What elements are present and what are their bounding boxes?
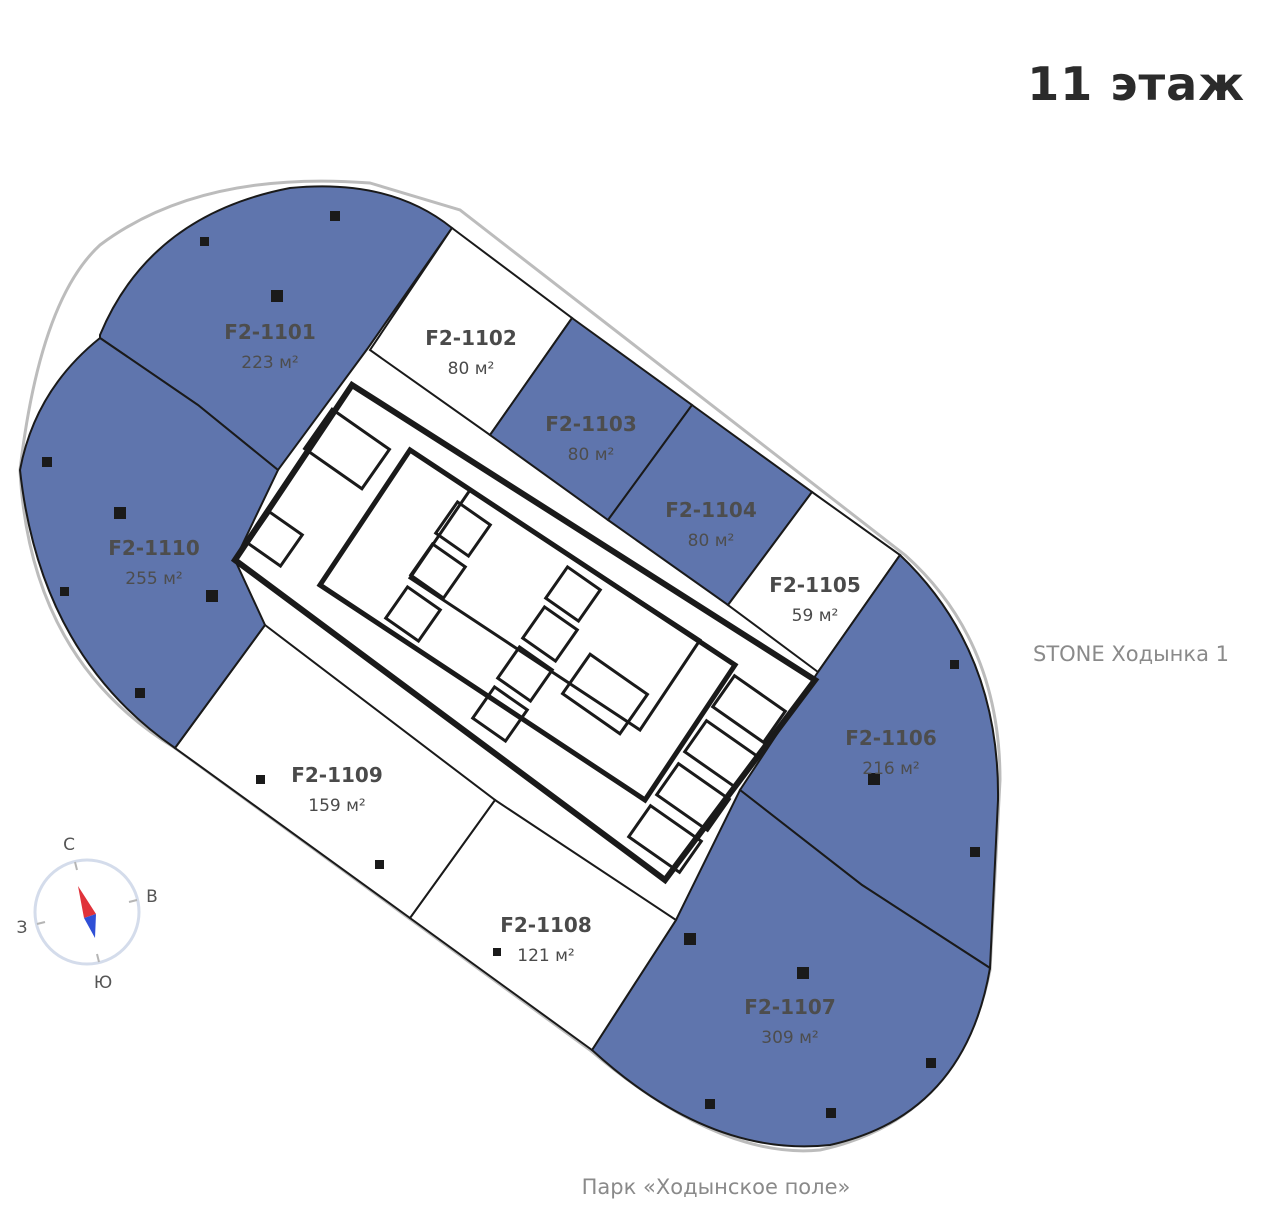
unit-shape-f2-1101[interactable] xyxy=(99,185,454,472)
columns xyxy=(42,211,980,1118)
unit-area: 223 м² xyxy=(241,353,299,373)
compass-north: С xyxy=(63,835,75,855)
unit-f2-1107[interactable]: F2-1107 309 м² xyxy=(744,995,836,1048)
unit-f2-1102[interactable]: F2-1102 80 м² xyxy=(425,326,517,379)
unit-area: 80 м² xyxy=(688,531,735,551)
unit-id: F2-1106 xyxy=(845,726,937,750)
unit-f2-1104[interactable]: F2-1104 80 м² xyxy=(665,498,757,551)
compass-east: В xyxy=(146,887,158,907)
compass-needle-south xyxy=(84,914,96,938)
building-label: STONE Ходынка 1 xyxy=(1033,642,1229,666)
unit-id: F2-1102 xyxy=(425,326,517,350)
unit-area: 255 м² xyxy=(125,569,183,589)
unit-f2-1109[interactable]: F2-1109 159 м² xyxy=(291,763,383,816)
unit-id: F2-1110 xyxy=(108,536,200,560)
unit-area: 216 м² xyxy=(862,759,920,779)
building-core xyxy=(230,380,820,885)
compass-needle-north xyxy=(78,886,96,918)
unit-shape-f2-1110[interactable] xyxy=(18,336,280,750)
unit-f2-1101[interactable]: F2-1101 223 м² xyxy=(224,320,316,373)
unit-f2-1110[interactable]: F2-1110 255 м² xyxy=(108,536,200,589)
unit-f2-1105[interactable]: F2-1105 59 м² xyxy=(769,573,861,626)
unit-shape-f2-1107[interactable] xyxy=(590,788,992,1148)
unit-f2-1103[interactable]: F2-1103 80 м² xyxy=(545,412,637,465)
unit-id: F2-1109 xyxy=(291,763,383,787)
unit-area: 309 м² xyxy=(761,1028,819,1048)
unit-area: 59 м² xyxy=(792,606,839,626)
compass-west: З xyxy=(17,918,28,938)
floor-title: 11 этаж xyxy=(1027,57,1245,111)
unit-f2-1106[interactable]: F2-1106 216 м² xyxy=(845,726,937,779)
compass: С В Ю З xyxy=(17,835,158,993)
unit-id: F2-1108 xyxy=(500,913,592,937)
unit-id: F2-1105 xyxy=(769,573,861,597)
unit-id: F2-1107 xyxy=(744,995,836,1019)
unit-area: 80 м² xyxy=(448,359,495,379)
unit-id: F2-1101 xyxy=(224,320,316,344)
unit-area: 159 м² xyxy=(308,796,366,816)
unit-f2-1108[interactable]: F2-1108 121 м² xyxy=(500,913,592,966)
park-label: Парк «Ходынское поле» xyxy=(582,1175,851,1199)
unit-area: 80 м² xyxy=(568,445,615,465)
unit-id: F2-1103 xyxy=(545,412,637,436)
unit-id: F2-1104 xyxy=(665,498,757,522)
compass-south: Ю xyxy=(94,973,112,993)
unit-area: 121 м² xyxy=(517,946,575,966)
building-outline xyxy=(18,179,1002,1153)
